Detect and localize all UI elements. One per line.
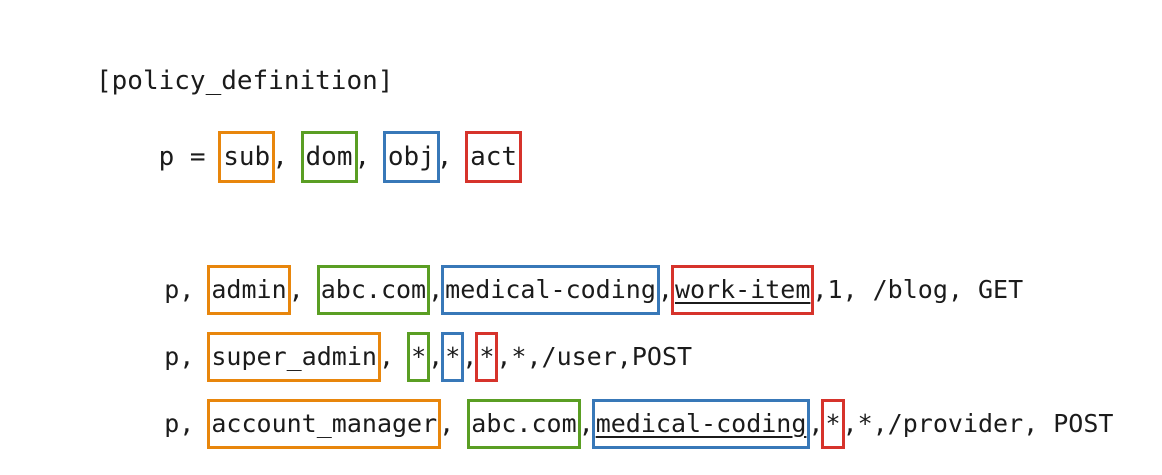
definition-separator-1: , (272, 142, 304, 172)
row-sub: account_manager (207, 399, 441, 449)
row-separator-2: , (428, 342, 444, 371)
row-obj: medical-coding (441, 265, 660, 315)
row-act: work-item (670, 265, 815, 315)
row-dom: * (407, 332, 431, 382)
row-prefix: p, (164, 275, 210, 304)
token-act: act (465, 131, 523, 183)
row-prefix: p, (164, 409, 210, 438)
row-suffix: ,*,/user,POST (496, 342, 693, 371)
row-separator-2: , (578, 409, 594, 438)
definition-separator-2: , (354, 142, 386, 172)
policy-definition-line: p = sub, dom, obj, act (96, 106, 523, 208)
row-separator-3: , (808, 409, 824, 438)
policy-row: p, super_admin, *,*,*,*,/user,POST (104, 306, 692, 408)
row-separator-3: , (657, 275, 673, 304)
row-separator-1: , (439, 409, 470, 438)
row-dom: abc.com (467, 399, 581, 449)
row-obj: * (441, 332, 465, 382)
definition-separator-3: , (436, 142, 469, 172)
row-act: * (475, 332, 499, 382)
token-obj: obj (382, 131, 440, 183)
row-prefix: p, (164, 342, 210, 371)
row-obj: medical-coding (591, 399, 811, 449)
row-separator-2: , (428, 275, 444, 304)
definition-prefix: p = (158, 142, 222, 172)
token-dom: dom (300, 131, 358, 183)
row-act: * (821, 399, 845, 449)
row-dom: abc.com (316, 265, 431, 315)
row-suffix: ,1, /blog, GET (812, 275, 1024, 304)
policy-row: p, account_manager, abc.com,medical-codi… (104, 373, 1113, 475)
row-separator-3: , (462, 342, 478, 371)
row-sub: super_admin (207, 332, 381, 382)
row-sub: admin (207, 265, 291, 315)
row-suffix: ,*,/provider, POST (842, 409, 1114, 438)
row-separator-1: , (288, 275, 319, 304)
token-sub: sub (218, 131, 276, 183)
policy-definition-header: [policy_definition] (96, 66, 394, 96)
row-separator-1: , (378, 342, 410, 371)
policy-row: p, admin, abc.com,medical-coding,work-it… (104, 239, 1023, 341)
